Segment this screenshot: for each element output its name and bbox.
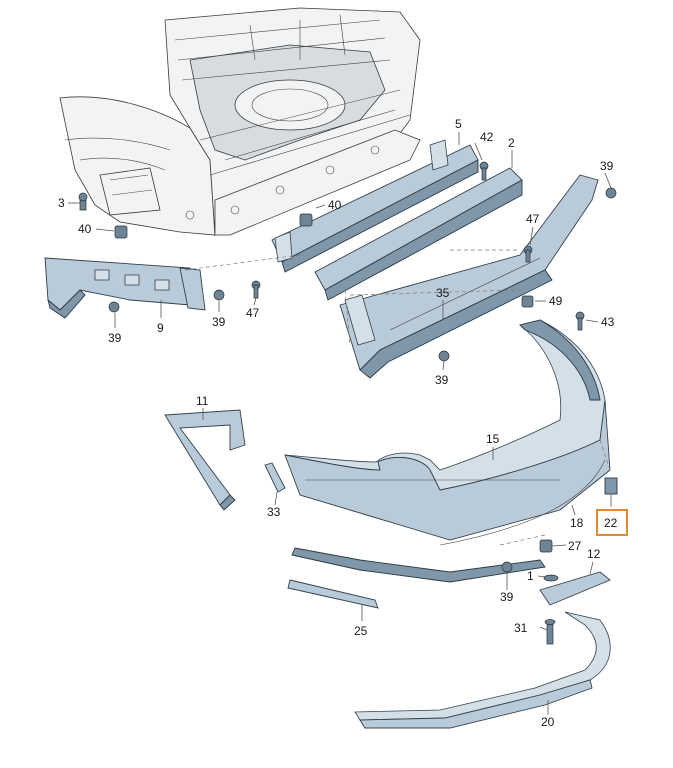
callout-33[interactable]: 33	[267, 505, 281, 519]
callout-9[interactable]: 9	[157, 321, 164, 335]
callout-labels: 3 40 5 42 2 39 40 47 35 49 43 39 47 9 39…	[58, 117, 628, 729]
clip-27	[539, 539, 553, 553]
bolt-39-center	[438, 350, 450, 362]
callout-15[interactable]: 15	[486, 432, 500, 446]
part-2-foam-absorber	[314, 167, 523, 301]
bolt-39-left-a	[108, 301, 120, 313]
callout-2[interactable]: 2	[508, 136, 515, 150]
callout-22[interactable]: 22	[604, 516, 618, 530]
part-9-side-bracket	[44, 257, 206, 319]
nut-40-left	[114, 225, 128, 239]
bolt-47-right	[523, 245, 533, 263]
callout-3[interactable]: 3	[58, 196, 65, 210]
bolt-39-lower	[501, 561, 513, 573]
part-11-side-guide	[164, 409, 246, 511]
bolt-39-top-right	[605, 187, 617, 199]
callout-47-left[interactable]: 47	[246, 306, 260, 320]
callout-31[interactable]: 31	[514, 621, 528, 635]
callout-12[interactable]: 12	[587, 547, 601, 561]
callout-35[interactable]: 35	[436, 286, 450, 300]
bolt-3	[78, 192, 88, 211]
callout-39-left-a[interactable]: 39	[108, 331, 122, 345]
nut-49	[521, 295, 534, 308]
callout-27[interactable]: 27	[568, 539, 582, 553]
callout-40-upper[interactable]: 40	[328, 198, 342, 212]
callout-49[interactable]: 49	[549, 294, 563, 308]
leader-lines	[68, 132, 612, 715]
callout-39-lower[interactable]: 39	[500, 590, 514, 604]
callout-39-left-b[interactable]: 39	[212, 315, 226, 329]
callout-43[interactable]: 43	[601, 315, 615, 329]
bolt-43	[575, 311, 585, 331]
callout-40-left[interactable]: 40	[78, 222, 92, 236]
callout-42[interactable]: 42	[480, 130, 494, 144]
assembly-dashed-lines	[184, 249, 611, 546]
washer-1	[543, 574, 559, 582]
part-25-lower-trim-strip	[287, 547, 546, 609]
bolt-31	[544, 619, 556, 645]
part-20-lower-diffuser	[354, 611, 611, 729]
nut-40-upper	[299, 213, 313, 227]
callout-47-right[interactable]: 47	[526, 212, 540, 226]
callout-5[interactable]: 5	[455, 117, 462, 131]
callout-22-highlight-box	[596, 509, 628, 536]
callout-39-center[interactable]: 39	[435, 373, 449, 387]
callout-1[interactable]: 1	[527, 569, 534, 583]
vehicle-body-rear-floor	[59, 7, 421, 237]
callout-11[interactable]: 11	[196, 394, 209, 408]
part-12-bracket-plate	[539, 571, 611, 606]
bolt-47-left	[251, 280, 261, 299]
callout-39-top-right[interactable]: 39	[600, 159, 614, 173]
part-5-energy-absorber	[271, 139, 479, 273]
part-18-seal-strip	[439, 459, 606, 546]
callout-18[interactable]: 18	[570, 516, 584, 530]
bolt-42	[479, 161, 489, 181]
part-22-small-cap	[604, 477, 618, 495]
part-35-bumper-carrier	[339, 174, 599, 379]
callout-20[interactable]: 20	[541, 715, 555, 729]
part-33-small-strip	[264, 462, 286, 493]
bolt-39-left-b	[213, 289, 225, 301]
callout-25[interactable]: 25	[354, 624, 368, 638]
